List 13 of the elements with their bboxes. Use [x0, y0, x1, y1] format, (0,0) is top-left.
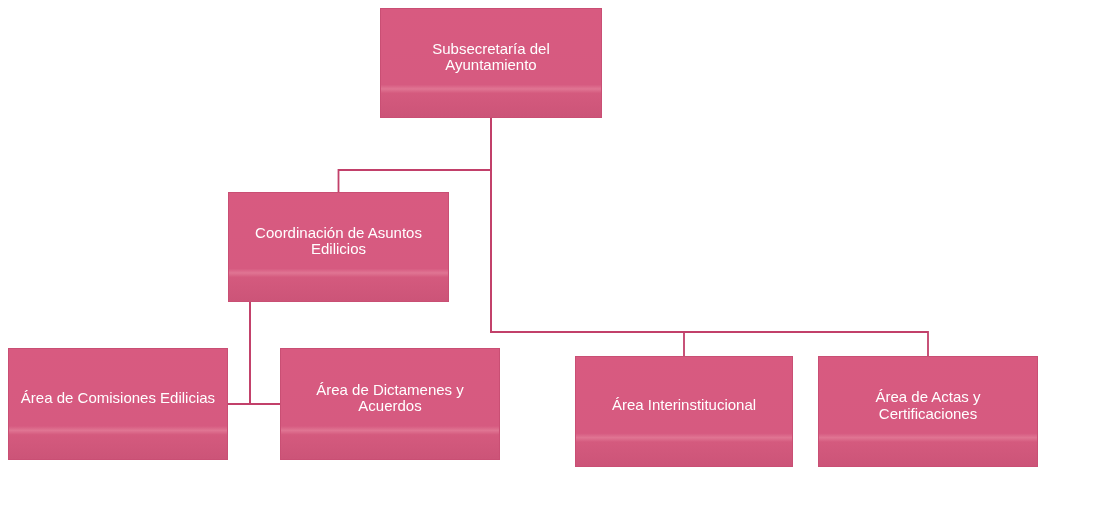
unit-label: Área Interinstitucional [611, 397, 757, 414]
org-box [8, 348, 228, 460]
org-box [228, 192, 449, 302]
connector-line [249, 301, 281, 405]
unit-label: Área de Comisiones Edilicias [20, 389, 216, 407]
org-box [575, 356, 793, 467]
org-box [818, 356, 1038, 467]
unit-label: Coordinación de Asuntos Edilicios [254, 224, 423, 258]
unit-label: Área de Dictamenes y Acuerdos [315, 381, 465, 415]
unit-label: Subsecretaría del Ayuntamiento [431, 40, 551, 74]
org-box [280, 348, 500, 460]
org-box [380, 8, 602, 118]
unit-label: Área de Actas y Certificaciones [874, 389, 982, 422]
